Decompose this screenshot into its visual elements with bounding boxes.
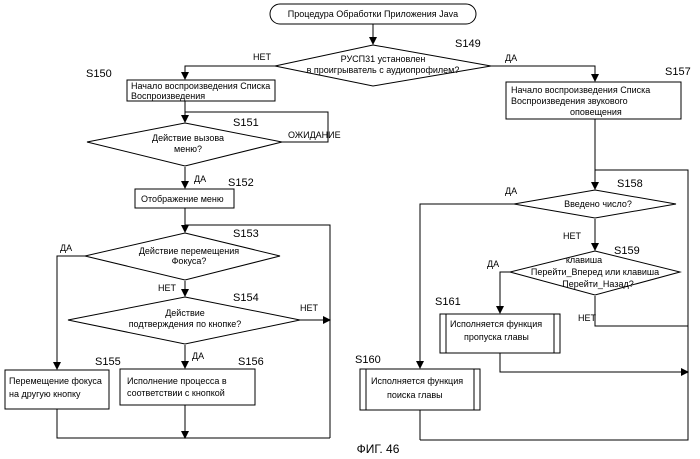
s159-step-id: S159 [614, 245, 640, 257]
decision-s154: Действие подтверждения по кнопке? S154 Н… [68, 292, 319, 361]
process-s155: Перемещение фокуса на другую кнопку S155 [5, 356, 121, 409]
s151-yes-label: ДА [194, 174, 206, 184]
s161-line-1: Исполняется функция [450, 319, 542, 329]
s157-step-id: S157 [665, 66, 691, 78]
s157-line-3: оповещения [570, 107, 622, 117]
s149-yes-label: ДА [505, 53, 517, 63]
s151-step-id: S151 [233, 117, 259, 129]
s154-step-id: S154 [233, 292, 259, 304]
decision-s158: Введено число? S158 ДА НЕТ [505, 178, 676, 241]
s151-line-2: меню? [174, 144, 202, 154]
s159-line-1: клавиша [566, 255, 602, 265]
s159-line-2: Перейти_Вперед или клавиша [531, 267, 659, 277]
s157-line-2: Воспроизведения звукового [511, 96, 628, 106]
s149-step-id: S149 [455, 38, 481, 50]
s157-line-1: Начало воспроизведения Списка [511, 85, 650, 95]
s161-line-2: пропуска главы [464, 332, 529, 342]
s154-line-1: Действие [165, 308, 205, 318]
s155-step-id: S155 [95, 356, 121, 368]
s151-wait-label: ОЖИДАНИЕ [288, 130, 341, 140]
decision-s159: клавиша Перейти_Вперед или клавиша Перей… [487, 245, 680, 323]
s159-line-3: Перейти_Назад? [562, 279, 633, 289]
s153-no-label: НЕТ [158, 283, 177, 293]
s149-line-2: в проигрыватель с аудиопрофилем? [307, 65, 460, 75]
s152-step-id: S152 [228, 177, 254, 189]
s160-line-1: Исполняется функция [371, 376, 463, 386]
decision-s151: Действие вызова меню? S151 ОЖИДАНИЕ ДА [87, 117, 341, 184]
s149-line-1: РУСП31 установлен [341, 54, 426, 64]
s154-no-label: НЕТ [300, 303, 319, 313]
start-terminal-label: Процедура Обработки Приложения Java [288, 9, 458, 19]
s155-line-2: на другую кнопку [9, 389, 81, 399]
s158-step-id: S158 [617, 178, 643, 190]
process-s156: Исполнение процесса в соответствии с кно… [120, 356, 264, 405]
s153-step-id: S153 [233, 228, 259, 240]
s156-step-id: S156 [238, 356, 264, 368]
s153-yes-label: ДА [60, 243, 72, 253]
decision-s149: РУСП31 установлен в проигрыватель с ауди… [253, 38, 517, 86]
s160-line-2: поиска главы [387, 390, 443, 400]
s151-line-1: Действие вызова [152, 133, 224, 143]
s158-yes-label: ДА [505, 186, 517, 196]
process-s157: Начало воспроизведения Списка Воспроизве… [506, 66, 691, 119]
s159-yes-label: ДА [487, 259, 499, 269]
s150-line-2: Воспроизведения [131, 91, 205, 101]
s153-line-1: Действие перемещения [139, 246, 239, 256]
s161-step-id: S161 [435, 296, 461, 308]
s149-no-label: НЕТ [253, 52, 272, 62]
decision-s153: Действие перемещения Фокуса? S153 ДА НЕТ [60, 228, 280, 293]
s159-no-label: НЕТ [578, 313, 597, 323]
s154-yes-label: ДА [192, 351, 204, 361]
process-s150: Начало воспроизведения Списка Воспроизве… [86, 68, 275, 101]
s156-line-2: соответствии с кнопкой [127, 388, 225, 398]
process-s160: Исполняется функция поиска главы S160 [355, 354, 480, 410]
s158-line-1: Введено число? [564, 199, 632, 209]
s153-line-2: Фокуса? [172, 256, 207, 266]
process-s161: Исполняется функция пропуска главы S161 [435, 296, 560, 353]
s150-line-1: Начало воспроизведения Списка [131, 81, 270, 91]
s156-line-1: Исполнение процесса в [127, 376, 227, 386]
s160-step-id: S160 [355, 354, 381, 366]
figure-caption: ФИГ. 46 [357, 442, 400, 456]
s152-line-1: Отображение меню [141, 194, 224, 204]
s158-no-label: НЕТ [563, 231, 582, 241]
s150-step-id: S150 [86, 68, 112, 80]
s155-line-1: Перемещение фокуса [9, 376, 102, 386]
s154-line-2: подтверждения по кнопке? [129, 319, 242, 329]
